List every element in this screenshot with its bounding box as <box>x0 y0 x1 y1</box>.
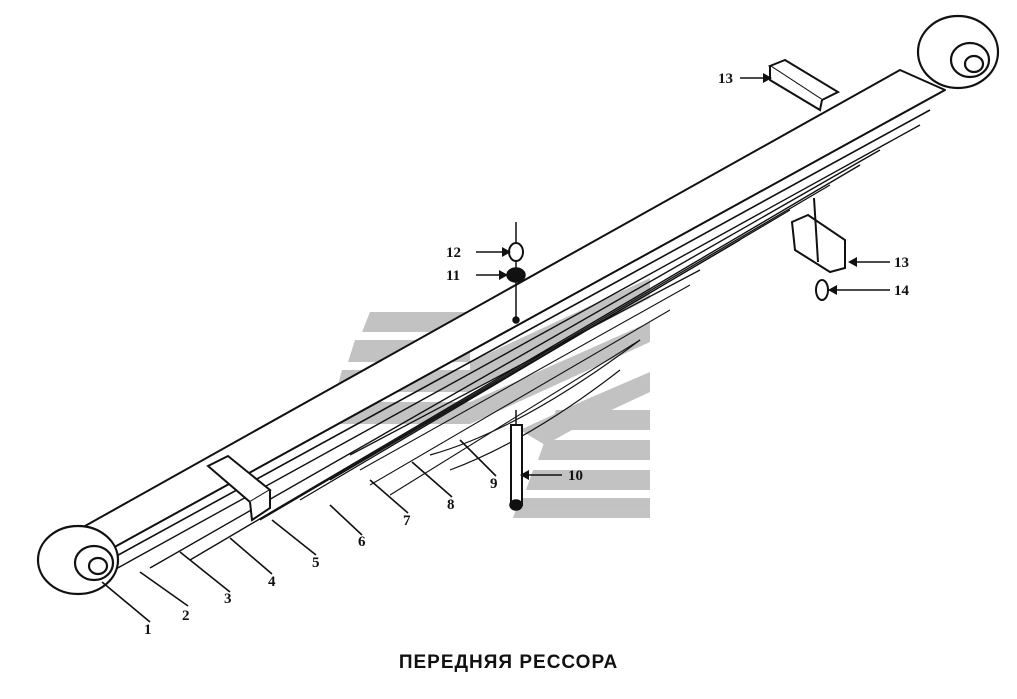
washer-11 <box>506 267 526 283</box>
callout-4: 4 <box>268 574 276 590</box>
bolt-10 <box>510 424 523 506</box>
leader-arrows <box>499 73 857 480</box>
callout-8: 8 <box>447 497 455 513</box>
callout-7: 7 <box>403 513 411 529</box>
leader-lines <box>101 77 890 623</box>
callout-12: 12 <box>446 245 461 261</box>
callout-1: 1 <box>144 622 152 638</box>
callout-13-bracket: 13 <box>894 255 909 271</box>
callout-10: 10 <box>568 468 583 484</box>
clamp-13-bracket <box>790 197 846 274</box>
leaf-spring <box>59 69 946 576</box>
front-clamp <box>206 454 272 522</box>
bolt-14 <box>815 279 829 301</box>
callout-6: 6 <box>358 534 366 550</box>
leaf-3 <box>104 124 921 576</box>
callout-9: 9 <box>490 476 498 492</box>
callout-5: 5 <box>312 555 320 571</box>
main-leaf <box>59 69 946 556</box>
callout-13-top: 13 <box>718 71 733 87</box>
callout-11: 11 <box>446 268 460 284</box>
front-spring-eye <box>36 524 120 596</box>
callout-14: 14 <box>894 283 910 299</box>
leaf-8 <box>329 239 741 481</box>
nut-12 <box>508 242 524 262</box>
diagram-caption: ПЕРЕДНЯЯ РЕССОРА <box>398 652 619 673</box>
centre-bolt-assembly <box>506 222 526 511</box>
leaf-9 <box>349 269 701 456</box>
leaf-4 <box>149 149 881 569</box>
callout-3: 3 <box>224 591 232 607</box>
callout-2: 2 <box>182 608 190 624</box>
clamp-13-top <box>767 58 841 112</box>
rear-spring-eye <box>916 14 1000 90</box>
